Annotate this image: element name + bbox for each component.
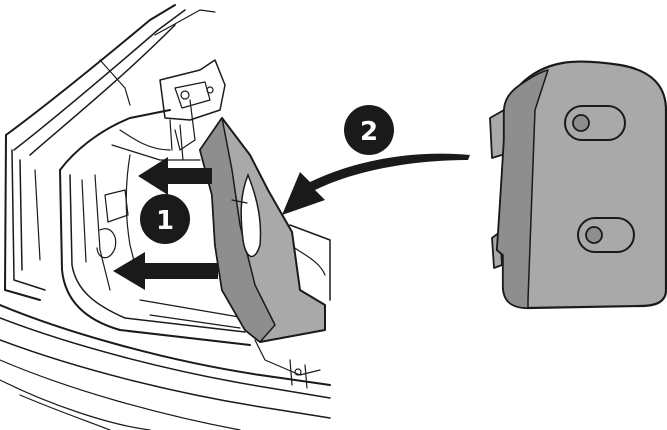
curved-arrow-to-panel (282, 153, 470, 215)
pull-arrow-upper (138, 157, 212, 195)
callout-label-1: 1 (156, 206, 174, 236)
callout-label-2: 2 (360, 117, 378, 147)
callout-badge-2: 2 (344, 105, 394, 155)
detached-trim-panel (489, 60, 667, 310)
trunk-line-drawing (0, 4, 331, 430)
trim-panel-in-trunk (199, 117, 326, 343)
callout-badge-1: 1 (140, 194, 190, 244)
pull-arrow-lower (113, 252, 218, 290)
